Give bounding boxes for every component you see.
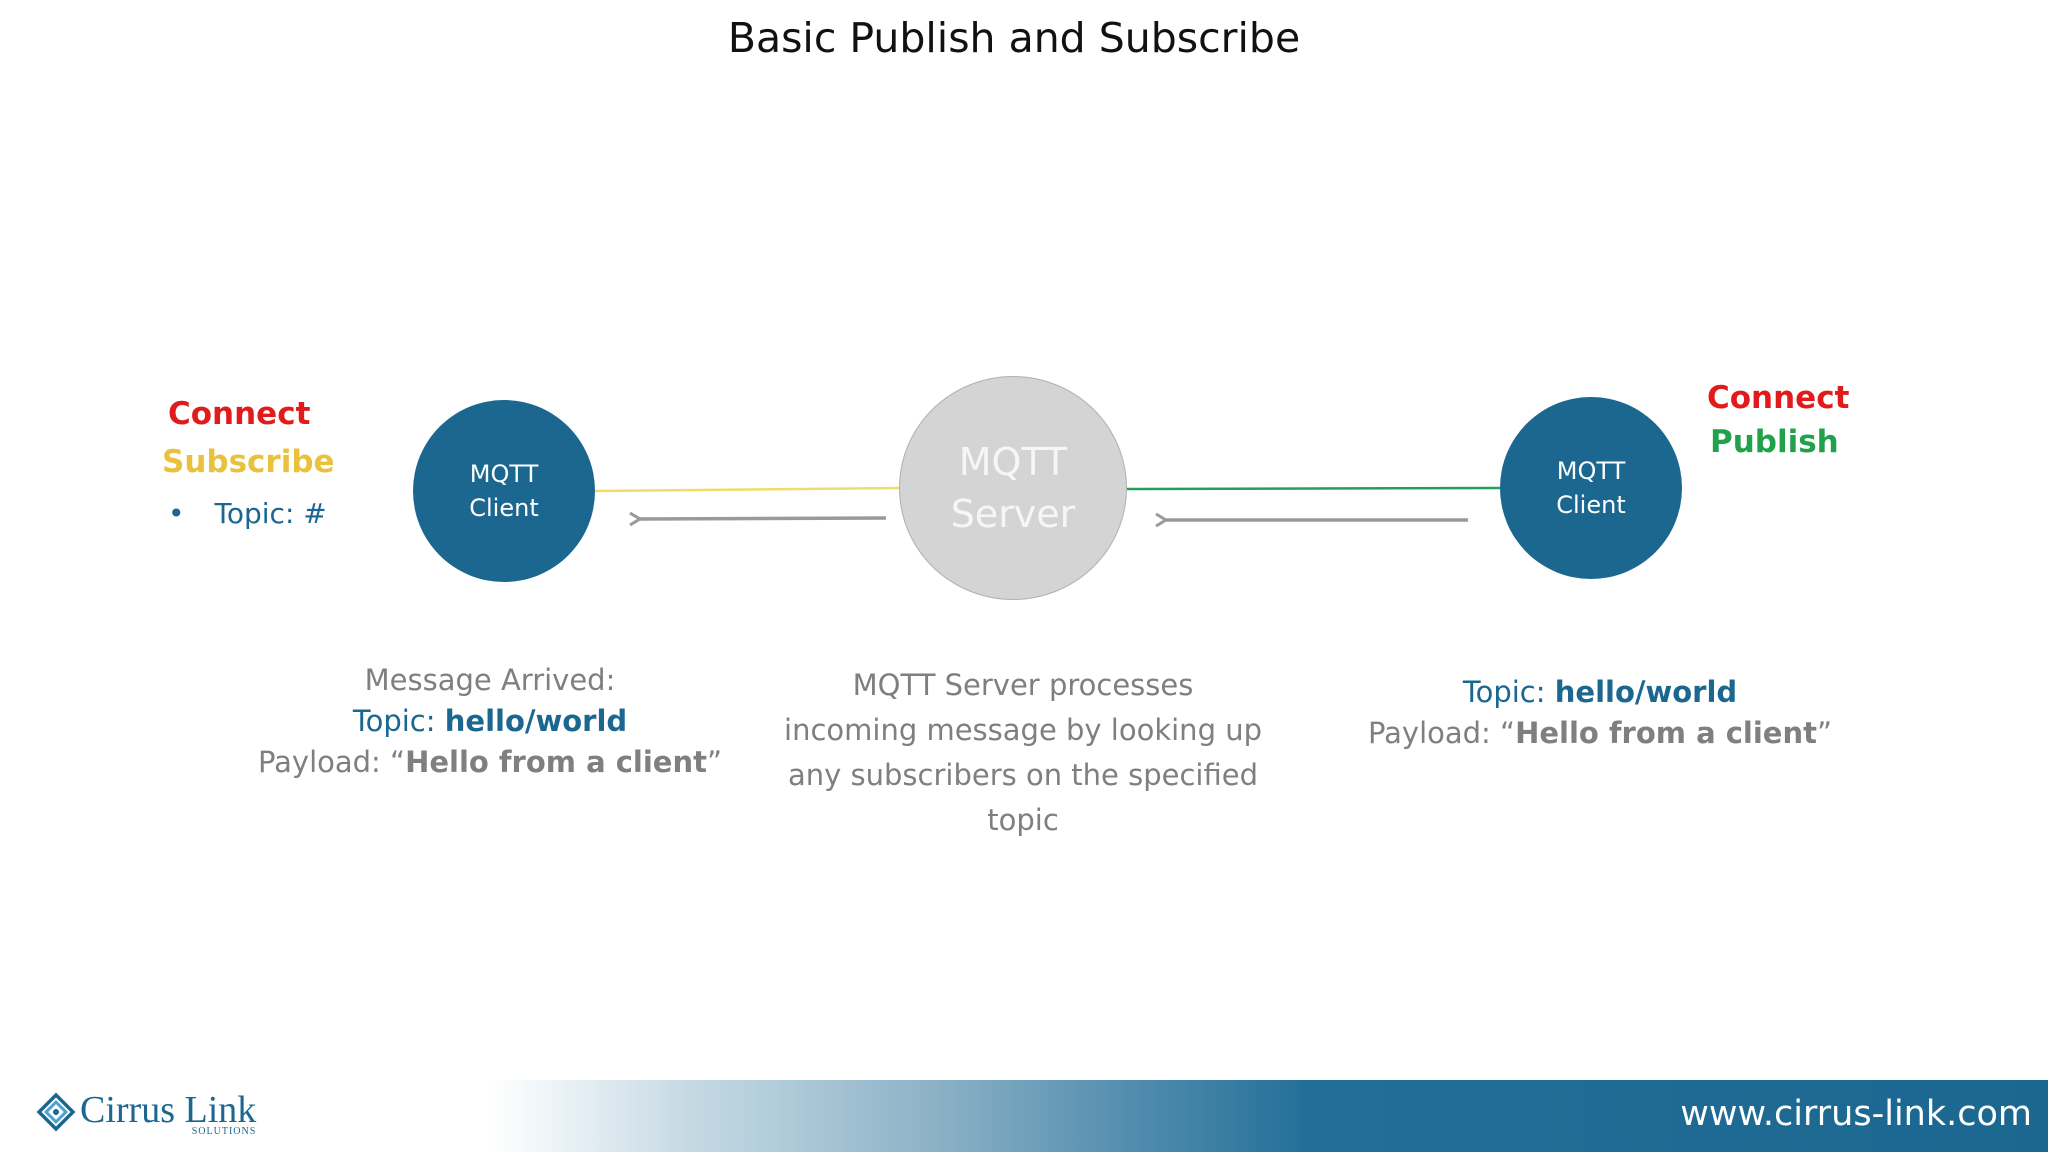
logo-name: Cirrus Link xyxy=(80,1089,257,1131)
arrow-server-to-subscriber xyxy=(640,518,887,519)
left-topic-label: Topic: # xyxy=(214,497,327,530)
mqtt-server-node: MQTT Server xyxy=(899,376,1127,600)
slide-title: Basic Publish and Subscribe xyxy=(727,14,1301,62)
topic-prefix: Topic: xyxy=(1462,675,1555,709)
left-caption-topic: Topic: hello/world xyxy=(240,701,740,742)
left-client-caption: Message Arrived: Topic: hello/world Payl… xyxy=(240,660,740,783)
publish-link-line xyxy=(1126,486,1501,491)
footer-website-url: www.cirrus-link.com xyxy=(1680,1094,2032,1134)
left-caption-payload: Payload: “Hello from a client” xyxy=(240,742,740,783)
left-mqtt-client-node: MQTT Client xyxy=(413,400,595,582)
server-caption-line1: MQTT Server processes xyxy=(852,668,1194,702)
right-connect-label: Connect xyxy=(1707,380,1850,416)
topic-value: hello/world xyxy=(444,704,628,738)
server-label-line1: MQTT xyxy=(958,440,1068,484)
right-caption-payload: Payload: “Hello from a client” xyxy=(1360,713,1840,754)
payload-value: Hello from a client xyxy=(1515,716,1817,750)
bullet-dot: • xyxy=(168,497,185,530)
message-arrived-label: Message Arrived: xyxy=(364,663,616,697)
right-caption-topic: Topic: hello/world xyxy=(1360,672,1840,713)
right-publish-label: Publish xyxy=(1710,424,1839,460)
cirrus-link-logo-icon xyxy=(36,1092,76,1132)
subscribe-link-line xyxy=(594,486,900,493)
logo-subtitle: SOLUTIONS xyxy=(191,1126,257,1137)
topic-value: hello/world xyxy=(1554,675,1738,709)
logo-text: Cirrus Link SOLUTIONS xyxy=(80,1089,257,1137)
payload-prefix: Payload: “ xyxy=(1367,716,1516,750)
left-client-label-line1: MQTT xyxy=(469,460,539,488)
server-caption: MQTT Server processes incoming message b… xyxy=(780,663,1266,843)
cirrus-link-logo: Cirrus Link SOLUTIONS xyxy=(36,1090,256,1142)
footer-band xyxy=(0,1080,2048,1152)
left-subscribe-label: Subscribe xyxy=(162,444,335,480)
payload-prefix: Payload: “ xyxy=(257,745,406,779)
server-label-line2: Server xyxy=(950,492,1076,536)
right-client-label-line2: Client xyxy=(1556,491,1626,519)
right-mqtt-client-node: MQTT Client xyxy=(1500,397,1682,579)
server-caption-line2: incoming message by looking up xyxy=(784,713,1262,747)
server-caption-line3: any subscribers on the specified xyxy=(788,758,1258,792)
left-topic-bullet: • Topic: # xyxy=(168,497,327,530)
topic-prefix: Topic: xyxy=(352,704,445,738)
right-client-label-line1: MQTT xyxy=(1556,457,1626,485)
server-caption-line4: topic xyxy=(987,803,1059,837)
left-client-label-line2: Client xyxy=(469,494,539,522)
left-connect-label: Connect xyxy=(168,396,311,432)
payload-suffix: ” xyxy=(1817,716,1833,750)
payload-suffix: ” xyxy=(707,745,723,779)
right-client-caption: Topic: hello/world Payload: “Hello from … xyxy=(1360,672,1840,754)
payload-value: Hello from a client xyxy=(405,745,707,779)
